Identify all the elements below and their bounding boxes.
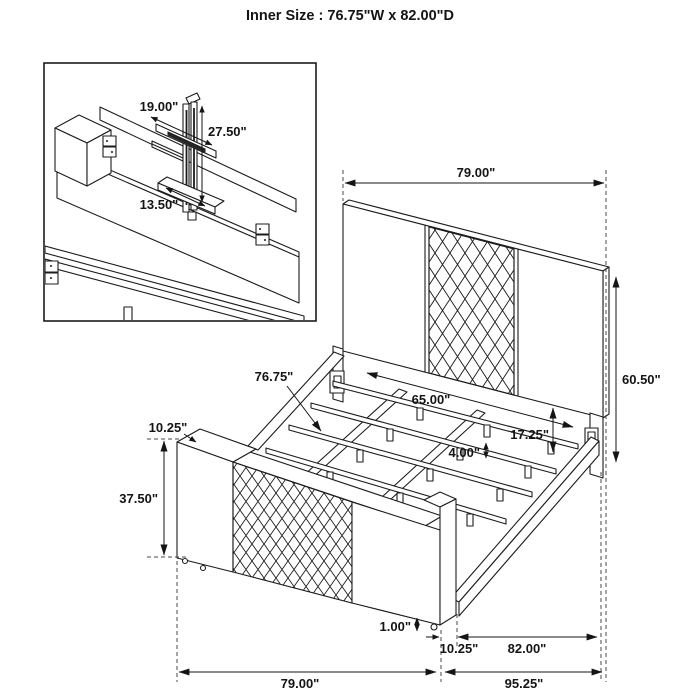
footboard-left-cap-front bbox=[176, 441, 234, 573]
inset-bottom-rail bbox=[45, 245, 305, 320]
dim-label-side-rail-height: 17.25" bbox=[510, 427, 549, 442]
dim-label-bracket-drop: 27.50" bbox=[208, 124, 247, 139]
dim-label-slat-length: 65.00" bbox=[412, 392, 451, 407]
slat-leg bbox=[466, 513, 474, 527]
dim-label-bracket-width: 19.00" bbox=[140, 99, 179, 114]
dim-headboard-height: 60.50" bbox=[612, 276, 661, 463]
slat-leg bbox=[483, 424, 491, 438]
page-title: Inner Size : 76.75"W x 82.00"D bbox=[246, 8, 454, 24]
hinge-bracket bbox=[102, 135, 117, 158]
inset-headboard-board bbox=[56, 146, 300, 304]
foot-glide bbox=[430, 623, 438, 631]
dimensions: 79.00" 60.50" 65.00" 76.75" 17.25" bbox=[119, 165, 660, 691]
footboard-right-cap-side bbox=[439, 498, 457, 626]
bed-drawing: 79.00" 60.50" 65.00" 76.75" 17.25" bbox=[119, 165, 660, 691]
dim-label-inner-width: 76.75" bbox=[255, 369, 294, 384]
foot-glide bbox=[181, 557, 189, 565]
dim-foot-glide-height: 1.00" bbox=[380, 617, 420, 634]
dim-side-rail-height: 17.25" bbox=[510, 407, 557, 453]
dim-label-base-plate: 13.50" bbox=[140, 197, 179, 212]
inset-detail: 19.00" 27.50" 13.50" bbox=[43, 62, 317, 322]
dim-inner-depth: 82.00" bbox=[457, 633, 598, 656]
dim-slat-length: 65.00" bbox=[366, 372, 574, 428]
slat-leg bbox=[524, 465, 532, 479]
slat-leg bbox=[426, 468, 434, 482]
dim-label-headboard-width-top: 79.00" bbox=[457, 165, 496, 180]
left-side-rail bbox=[247, 351, 345, 451]
dim-label-footboard-cap-depth: 10.25" bbox=[149, 420, 188, 435]
dim-label-headboard-height: 60.50" bbox=[622, 372, 661, 387]
hinge-bracket bbox=[255, 223, 270, 246]
dim-label-footboard-height: 37.50" bbox=[119, 491, 158, 506]
dim-label-overall-depth: 95.25" bbox=[505, 676, 544, 691]
dim-overall-depth: 95.25" bbox=[444, 668, 603, 691]
dim-base-plate bbox=[165, 187, 206, 207]
slat-leg bbox=[456, 447, 464, 461]
slat-leg bbox=[386, 428, 394, 442]
inset-leg bbox=[123, 306, 133, 320]
dim-inner-width: 76.75" bbox=[255, 369, 322, 432]
headboard bbox=[329, 199, 610, 479]
dim-overall-width: 79.00" bbox=[178, 668, 437, 691]
inset-bottom-rail-2 bbox=[45, 258, 276, 320]
right-side-rail-face bbox=[458, 440, 600, 617]
dim-footboard-thickness: 10.25" bbox=[426, 634, 479, 656]
dim-footboard-height: 37.50" bbox=[119, 440, 168, 556]
side-bracket bbox=[45, 260, 59, 285]
dim-footboard-cap-depth: 10.25" bbox=[149, 420, 197, 443]
dim-headboard-width-top: 79.00" bbox=[344, 165, 605, 187]
slat-leg bbox=[356, 449, 364, 463]
inset-back-board bbox=[99, 106, 297, 213]
headboard-lattice-panel bbox=[428, 226, 515, 396]
footboard bbox=[176, 428, 457, 631]
dim-label-foot-glide-height: 1.00" bbox=[380, 619, 411, 634]
foot-glide bbox=[199, 564, 207, 572]
dim-label-inner-depth: 82.00" bbox=[508, 641, 547, 656]
dim-label-overall-width: 79.00" bbox=[281, 676, 320, 691]
slat-leg bbox=[496, 488, 504, 502]
dim-label-footboard-thickness: 10.25" bbox=[440, 641, 479, 656]
dim-slat-leg-height: 4.00" bbox=[449, 442, 489, 460]
inset-slot-line bbox=[151, 143, 184, 159]
slat-leg bbox=[416, 407, 424, 421]
slat bbox=[288, 424, 533, 498]
dim-label-slat-leg-height: 4.00" bbox=[449, 445, 480, 460]
